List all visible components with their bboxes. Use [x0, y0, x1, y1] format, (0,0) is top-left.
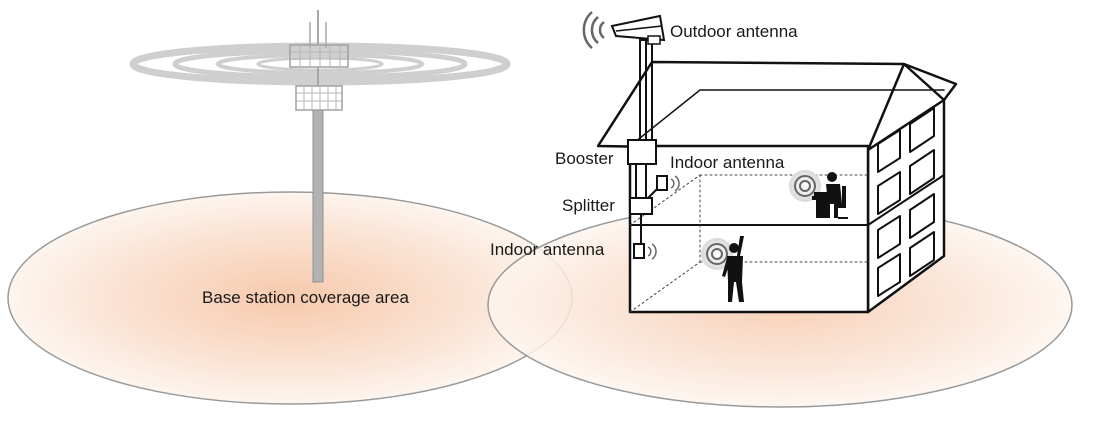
base-station-tower	[289, 10, 349, 283]
indoor-antenna-lower-signal-icon	[647, 243, 657, 260]
indoor-antenna-lower-label: Indoor antenna	[490, 240, 605, 259]
coverage-area-label: Base station coverage area	[202, 288, 410, 307]
outdoor-antenna-label: Outdoor antenna	[670, 22, 798, 41]
splitter-unit	[629, 197, 653, 215]
booster-unit	[627, 139, 657, 165]
person-at-desk-icon	[812, 172, 848, 219]
lower-floor-signal-halo	[701, 238, 733, 270]
building	[596, 60, 958, 314]
upper-floor-signal-halo	[789, 170, 821, 202]
indoor-antenna-lower	[633, 243, 645, 259]
standing-person-icon	[722, 236, 744, 302]
splitter-label: Splitter	[562, 196, 615, 215]
indoor-antenna-upper	[656, 175, 668, 191]
outdoor-antenna-signal-icon	[582, 11, 605, 49]
outdoor-antenna	[610, 14, 666, 45]
indoor-antenna-upper-signal-icon	[670, 175, 680, 192]
indoor-antenna-upper-label: Indoor antenna	[670, 153, 785, 172]
booster-label: Booster	[555, 149, 614, 168]
